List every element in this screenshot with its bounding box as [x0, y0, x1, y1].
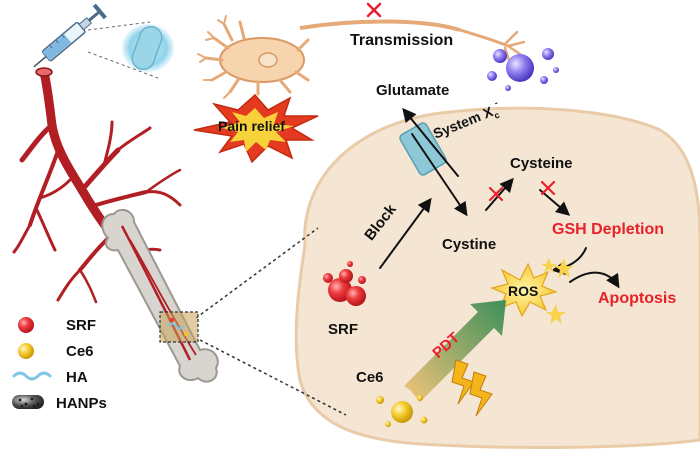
legend-label-ce6: Ce6 — [66, 343, 94, 360]
transmission-blocked-x-icon — [366, 2, 382, 18]
transmission-label: Transmission — [350, 32, 454, 49]
neuron-icon — [197, 15, 526, 99]
ce6-cell-label: Ce6 — [356, 369, 384, 386]
syringe-zoom-line-top — [87, 21, 151, 31]
ce6-particles-icon — [376, 395, 428, 427]
pathway-arrows — [379, 107, 620, 289]
ros-to-apoptosis-arrow — [569, 271, 620, 289]
glutamate-arrow — [402, 107, 459, 177]
system-xc-sub: c — [492, 109, 501, 121]
pdt-arrow — [404, 300, 506, 402]
syringe-icon — [33, 3, 107, 68]
cystine-label: Cystine — [442, 236, 497, 253]
cysteine-arrow — [485, 177, 514, 211]
gsh-depletion-label: GSH Depletion — [552, 221, 665, 238]
nanoparticle-capsule-icon — [122, 24, 174, 72]
red-sphere-icon — [18, 317, 34, 333]
legend-label-srf: SRF — [66, 317, 96, 334]
ros-label: ROS — [508, 283, 539, 299]
blood-vessel-tree — [12, 67, 183, 323]
srf-label: SRF — [328, 321, 358, 338]
pain-relief-label: Pain relief — [218, 118, 285, 134]
srf-cluster-icon — [323, 261, 366, 306]
ros-burst-icon — [490, 258, 574, 324]
legend-label-hanps: HANPs — [56, 395, 107, 412]
cysteine-label: Cysteine — [510, 155, 573, 172]
neurotransmitter-vesicles — [487, 48, 559, 91]
lightning-icon — [451, 359, 493, 417]
gsh-to-ros-arrow — [551, 247, 587, 276]
apoptosis-label: Apoptosis — [598, 290, 677, 307]
bone-zoom-box — [159, 311, 199, 343]
yellow-sphere-icon — [18, 343, 34, 359]
wavy-line-icon — [12, 371, 52, 381]
nanoparticle-capsule-icon — [12, 395, 44, 409]
zoom-line-top — [195, 227, 319, 319]
syringe-zoom-line-bottom — [87, 51, 159, 79]
legend-icons — [12, 317, 52, 409]
glutamate-label: Glutamate — [376, 82, 450, 99]
blocked-x-icons — [488, 180, 556, 202]
legend-label-ha: HA — [66, 369, 88, 386]
block-arrow — [379, 197, 432, 269]
cell-body — [294, 106, 700, 449]
cystine-arrow — [411, 133, 468, 217]
gsh-arrow — [539, 189, 571, 216]
bone-icon — [101, 208, 219, 383]
vessel-opening — [35, 67, 53, 77]
